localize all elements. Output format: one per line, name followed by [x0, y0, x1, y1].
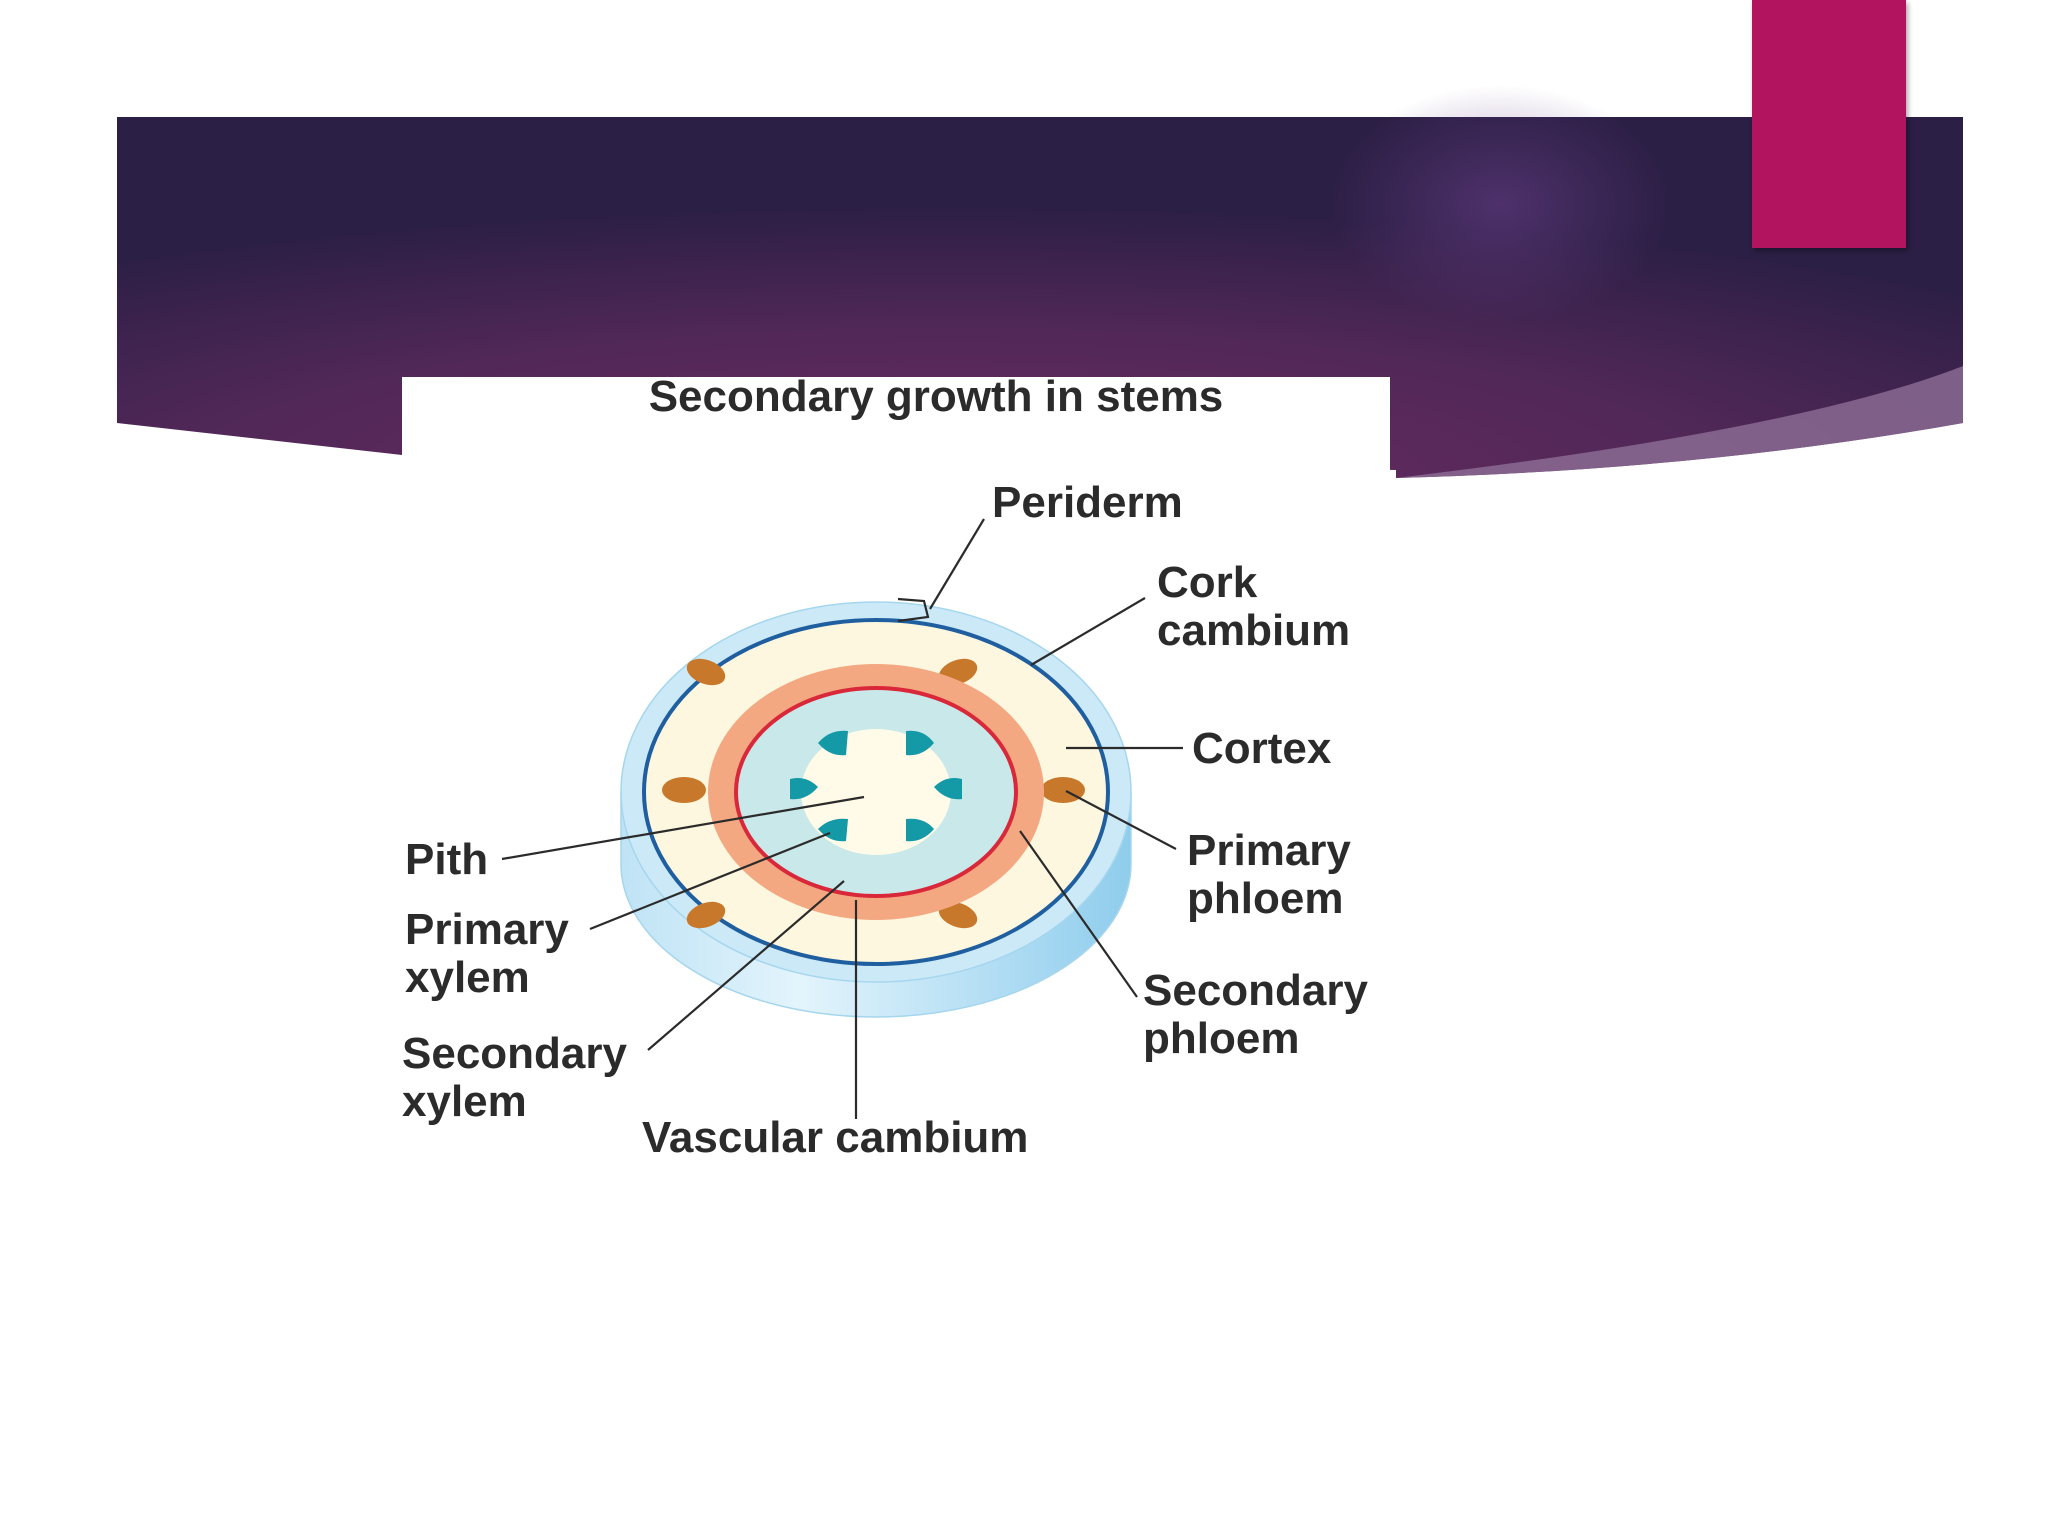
- label-secondary-xylem-line1: Secondary: [402, 1029, 628, 1078]
- primary-phloem-bundles: [662, 658, 1085, 929]
- label-secondary-xylem-line2: xylem: [402, 1077, 527, 1126]
- label-primary-phloem-line2: phloem: [1187, 874, 1343, 923]
- label-cork-cambium-line2: cambium: [1157, 606, 1350, 655]
- primary-xylem-bundles: [790, 730, 962, 842]
- leader-lines: [501, 518, 1183, 1119]
- label-secondary-phloem-line1: Secondary: [1143, 966, 1369, 1015]
- label-cork-cambium-line1: Cork: [1157, 558, 1258, 607]
- periderm-marker: [897, 597, 930, 623]
- label-primary-phloem-line1: Primary: [1187, 826, 1351, 875]
- label-cortex: Cortex: [1192, 724, 1332, 773]
- label-vascular-cambium: Vascular cambium: [642, 1113, 1028, 1162]
- figure-panel: Secondary growth in stems Periderm Cork …: [402, 377, 1390, 1182]
- label-periderm: Periderm: [992, 478, 1183, 527]
- stem-cross-section-diagram: Secondary growth in stems Periderm Cork …: [402, 377, 1390, 1162]
- label-pith: Pith: [405, 835, 488, 884]
- label-primary-xylem-line2: xylem: [405, 953, 530, 1002]
- label-secondary-phloem-line2: phloem: [1143, 1014, 1299, 1063]
- figure-title: Secondary growth in stems: [649, 377, 1224, 421]
- accent-tab: [1752, 0, 1906, 248]
- label-primary-xylem-line1: Primary: [405, 905, 569, 954]
